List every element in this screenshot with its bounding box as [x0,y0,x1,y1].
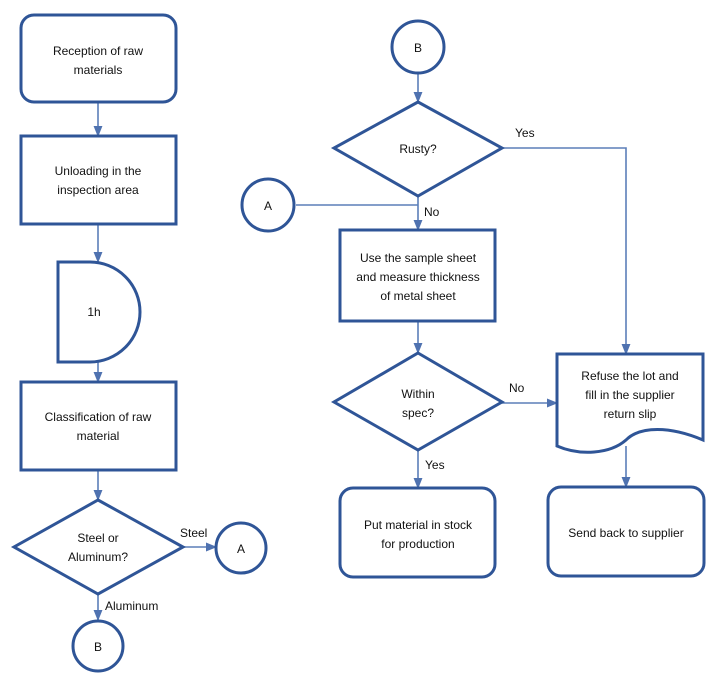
edge-label-spec-no: No [509,381,525,395]
measure-label-line-2: and measure thickness [356,270,479,284]
edge-label-spec-yes: Yes [425,458,445,472]
refuse-label-line-3: return slip [604,407,657,421]
node-connector-a-mid: A [240,177,296,233]
rusty-label: Rusty? [399,142,437,156]
measure-label-line-1: Use the sample sheet [360,251,477,265]
node-within-spec: Within spec? [331,351,505,452]
connector-b-left-label: B [94,640,102,654]
stock-label-line-1: Put material in stock [364,518,473,532]
refuse-label-line-2: fill in the supplier [585,388,674,402]
connectors [93,74,631,622]
node-refuse: Refuse the lot and fill in the supplier … [555,352,705,454]
node-send-back: Send back to supplier [546,485,706,578]
node-unloading: Unloading in the inspection area [19,134,178,226]
connector-a-mid-label: A [264,199,272,213]
stock-label-line-2: for production [381,537,454,551]
edge-label-steel: Steel [180,526,207,540]
refuse-label-line-1: Refuse the lot and [581,369,678,383]
measure-label-line-3: of metal sheet [380,289,456,303]
node-reception: Reception of raw materials [19,13,178,104]
node-steel-or-aluminum: Steel or Aluminum? [10,498,187,596]
classification-label-line-2: material [77,429,120,443]
node-connector-b-left: B [71,619,125,673]
edge-label-rusty-no: No [424,205,440,219]
steel-or-aluminum-label-line-1: Steel or [77,531,118,545]
node-stock: Put material in stock for production [338,486,497,579]
reception-label-line-2: materials [74,63,123,77]
node-delay: 1h [56,260,142,364]
unloading-label-line-2: inspection area [57,183,139,197]
node-rusty: Rusty? [330,100,506,198]
node-connector-a-left: A [214,521,268,575]
within-spec-label-line-1: Within [401,387,434,401]
connector-b-top-label: B [414,41,422,55]
send-back-label: Send back to supplier [568,526,683,540]
edge-label-rusty-yes: Yes [515,126,535,140]
delay-label: 1h [87,305,100,319]
edge-label-aluminum: Aluminum [105,599,158,613]
node-connector-b-top: B [390,19,446,75]
within-spec-label-line-2: spec? [402,406,434,420]
connector-a-left-label: A [237,542,245,556]
edge-labels: Steel Aluminum Yes No No Yes [105,126,535,613]
node-measure: Use the sample sheet and measure thickne… [338,228,497,323]
reception-label-line-1: Reception of raw [53,44,143,58]
classification-label-line-1: Classification of raw [45,410,152,424]
steel-or-aluminum-label-line-2: Aluminum? [68,550,128,564]
edge-rusty-yes-to-refuse [502,147,631,356]
unloading-label-line-1: Unloading in the [55,164,142,178]
node-classification: Classification of raw material [19,380,178,472]
